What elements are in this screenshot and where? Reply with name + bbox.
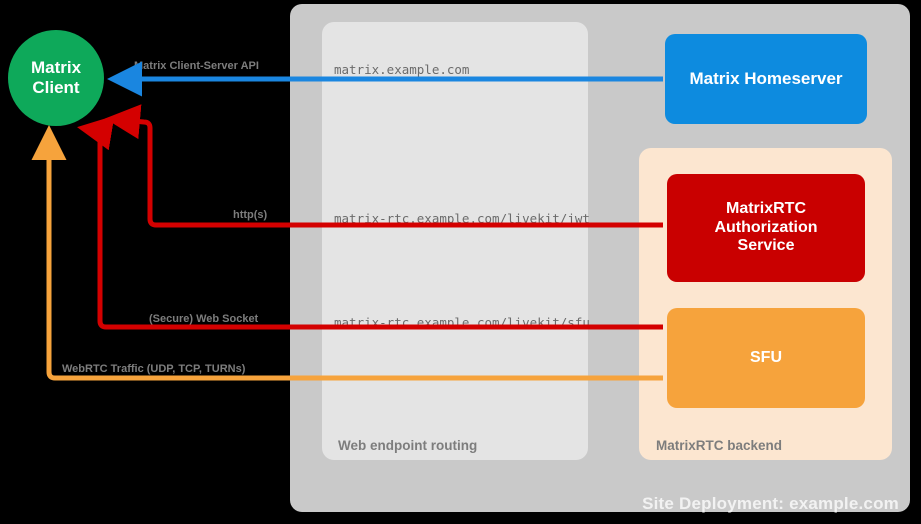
label-web-socket: (Secure) Web Socket <box>149 313 259 325</box>
arrow-webrtc-traffic <box>31 125 663 381</box>
arrow-http-auth <box>105 104 663 228</box>
label-site-deployment: Site Deployment: example.com <box>642 494 899 513</box>
matrix-homeserver-label: Matrix Homeserver <box>689 69 843 89</box>
label-http-auth: http(s) <box>233 209 268 221</box>
node-matrix-homeserver[interactable]: Matrix Homeserver <box>665 34 867 124</box>
label-matrix-client-server-api: Matrix Client-Server API <box>134 60 259 72</box>
auth-service-label-line1: MatrixRTC <box>725 200 806 218</box>
label-web-endpoint-routing: Web endpoint routing <box>338 438 478 453</box>
matrix-client-label-line1: Matrix <box>30 58 82 78</box>
node-matrixrtc-authorization-service[interactable]: MatrixRTC Authorization Service <box>667 174 865 282</box>
endpoint-livekit-jwt: matrix-rtc.example.com/livekit/jwt <box>334 211 590 226</box>
label-matrixrtc-backend: MatrixRTC backend <box>656 438 783 453</box>
web-endpoint-routing-container <box>322 22 588 460</box>
auth-service-label-line2: Authorization <box>714 218 818 236</box>
node-matrix-client[interactable]: Matrix Client <box>8 30 104 126</box>
node-sfu[interactable]: SFU <box>667 308 865 408</box>
label-webrtc-traffic: WebRTC Traffic (UDP, TCP, TURNs) <box>62 363 246 375</box>
endpoint-matrix-example-com: matrix.example.com <box>334 62 470 77</box>
sfu-label: SFU <box>750 348 782 366</box>
matrix-client-label-line2: Client <box>32 78 80 97</box>
arrow-web-socket <box>77 115 663 330</box>
auth-service-label-line3: Service <box>737 237 795 255</box>
